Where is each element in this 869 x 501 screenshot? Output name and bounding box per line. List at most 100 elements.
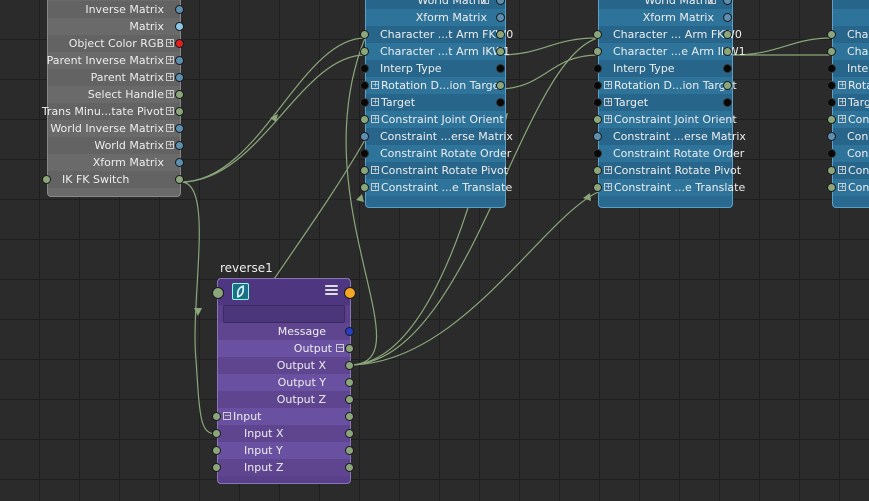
input-port[interactable] bbox=[360, 149, 369, 158]
attribute-row[interactable]: Input Y bbox=[212, 442, 354, 459]
output-port[interactable] bbox=[496, 98, 505, 107]
output-port[interactable] bbox=[175, 56, 184, 65]
attribute-row[interactable]: IK FK Switch bbox=[42, 171, 184, 188]
input-port[interactable] bbox=[360, 47, 369, 56]
attribute-row[interactable]: Constraint Rotate Pivot+ bbox=[360, 162, 508, 179]
expand-icon[interactable]: + bbox=[166, 89, 174, 98]
attribute-row[interactable]: Cons+ bbox=[827, 162, 869, 179]
attribute-row[interactable]: Constraint ...erse Matrix bbox=[593, 128, 746, 145]
expand-icon[interactable]: + bbox=[371, 165, 379, 174]
attribute-row[interactable]: Constraint Rotate Pivot+ bbox=[593, 162, 741, 179]
attribute-row[interactable]: Xform Matrix bbox=[48, 154, 184, 171]
output-port[interactable] bbox=[175, 124, 184, 133]
input-port[interactable] bbox=[593, 30, 602, 39]
attribute-row[interactable]: Char bbox=[827, 26, 869, 43]
output-port[interactable] bbox=[175, 22, 184, 31]
output-port[interactable] bbox=[723, 0, 732, 5]
output-port[interactable] bbox=[345, 412, 354, 421]
attribute-row[interactable]: Target+ bbox=[593, 94, 732, 111]
output-port[interactable] bbox=[723, 47, 732, 56]
output-port[interactable] bbox=[723, 30, 732, 39]
output-port[interactable] bbox=[496, 13, 505, 22]
input-port[interactable] bbox=[42, 175, 51, 184]
input-port[interactable] bbox=[212, 412, 221, 421]
attribute-row[interactable]: Constraint Joint Orient+ bbox=[593, 111, 737, 128]
output-port[interactable] bbox=[496, 0, 505, 5]
attribute-row[interactable]: Select Handle+ bbox=[48, 86, 184, 103]
reverse-node-header[interactable] bbox=[218, 279, 350, 305]
attribute-row[interactable]: Character ...t Arm IKW1 bbox=[360, 43, 510, 60]
attribute-row[interactable]: Target+ bbox=[360, 94, 505, 111]
attribute-row[interactable]: Targe+ bbox=[827, 94, 869, 111]
attribute-row[interactable]: Cons+ bbox=[827, 111, 869, 128]
reverse-node-name-field[interactable] bbox=[223, 305, 345, 323]
collapse-icon[interactable]: − bbox=[223, 411, 231, 420]
input-port[interactable] bbox=[827, 166, 836, 175]
attribute-row[interactable]: Object Color RGB+ bbox=[48, 35, 184, 52]
expand-icon[interactable]: + bbox=[604, 165, 612, 174]
input-port[interactable] bbox=[827, 149, 836, 158]
attribute-row[interactable]: Constraint ...erse Matrix bbox=[360, 128, 513, 145]
attribute-row[interactable]: Output X bbox=[218, 357, 354, 374]
output-port[interactable] bbox=[175, 107, 184, 116]
output-port[interactable] bbox=[345, 429, 354, 438]
attribute-row[interactable]: Xform Matrix bbox=[366, 9, 505, 26]
attribute-row[interactable]: Rotat+ bbox=[827, 77, 869, 94]
input-port[interactable] bbox=[827, 132, 836, 141]
attribute-row[interactable]: Output Z bbox=[218, 391, 354, 408]
output-port[interactable] bbox=[175, 141, 184, 150]
output-port[interactable] bbox=[345, 395, 354, 404]
output-port[interactable] bbox=[496, 47, 505, 56]
output-port[interactable] bbox=[345, 361, 354, 370]
input-port[interactable] bbox=[212, 463, 221, 472]
expand-icon[interactable]: + bbox=[166, 106, 174, 115]
output-port[interactable] bbox=[496, 81, 505, 90]
output-port[interactable] bbox=[345, 378, 354, 387]
input-port[interactable] bbox=[360, 166, 369, 175]
attribute-row[interactable]: Constraint Joint Orient+ bbox=[360, 111, 505, 128]
output-port[interactable] bbox=[723, 81, 732, 90]
input-port[interactable] bbox=[212, 446, 221, 455]
attribute-row[interactable]: Interp Type bbox=[593, 60, 732, 77]
output-port[interactable] bbox=[175, 158, 184, 167]
attribute-row[interactable]: Inter bbox=[827, 60, 869, 77]
output-port[interactable] bbox=[175, 39, 184, 48]
output-port[interactable] bbox=[175, 175, 184, 184]
input-port[interactable] bbox=[360, 132, 369, 141]
output-port[interactable] bbox=[344, 287, 356, 299]
expand-icon[interactable]: + bbox=[166, 123, 174, 132]
attribute-row[interactable]: Character ...e Arm IKW1 bbox=[593, 43, 746, 60]
attribute-row[interactable] bbox=[833, 9, 869, 26]
input-port[interactable] bbox=[593, 149, 602, 158]
output-port[interactable] bbox=[723, 98, 732, 107]
expand-icon[interactable]: + bbox=[371, 80, 379, 89]
input-port[interactable] bbox=[593, 115, 602, 124]
input-port[interactable] bbox=[360, 183, 369, 192]
hamburger-menu-icon[interactable] bbox=[325, 285, 338, 297]
output-port[interactable] bbox=[345, 344, 354, 353]
attribute-row[interactable]: Input Z bbox=[212, 459, 354, 476]
expand-icon[interactable]: + bbox=[838, 97, 846, 106]
expand-icon[interactable]: + bbox=[838, 182, 846, 191]
expand-icon[interactable]: + bbox=[604, 114, 612, 123]
attribute-row[interactable]: Message bbox=[218, 323, 354, 340]
input-port[interactable] bbox=[593, 183, 602, 192]
attribute-row[interactable]: Input X bbox=[212, 425, 354, 442]
attribute-row[interactable]: Interp Type bbox=[360, 60, 505, 77]
attribute-row[interactable]: Cons+ bbox=[827, 179, 869, 196]
expand-icon[interactable]: + bbox=[371, 97, 379, 106]
attribute-row[interactable]: Rotation D...ion Target+ bbox=[593, 77, 737, 94]
attribute-row[interactable]: Parent Inverse Matrix+ bbox=[47, 52, 184, 69]
attribute-row[interactable]: Trans Minu...tate Pivot+ bbox=[42, 103, 184, 120]
output-port[interactable] bbox=[175, 90, 184, 99]
output-port[interactable] bbox=[345, 446, 354, 455]
expand-icon[interactable]: + bbox=[604, 97, 612, 106]
expand-icon[interactable]: + bbox=[166, 140, 174, 149]
output-port[interactable] bbox=[496, 30, 505, 39]
attribute-row[interactable]: Inverse Matrix bbox=[48, 1, 184, 18]
attribute-row[interactable]: Character ... Arm FKW0 bbox=[593, 26, 742, 43]
attribute-row[interactable]: Output− bbox=[218, 340, 354, 357]
